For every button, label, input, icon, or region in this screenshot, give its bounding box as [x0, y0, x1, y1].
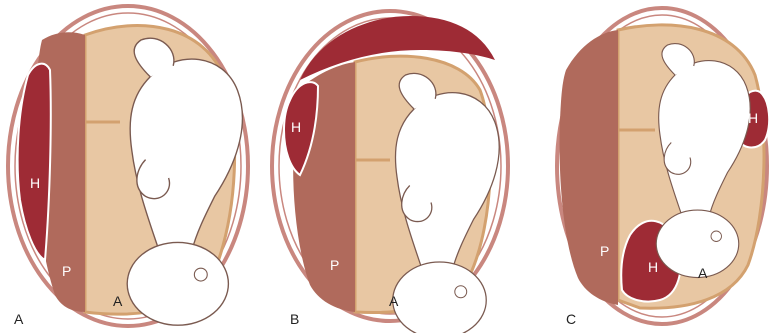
label-hematoma-lower: H — [648, 259, 658, 275]
label-placenta: P — [600, 243, 609, 259]
panel-c: H H P A C — [557, 8, 769, 327]
panel-label-b: B — [290, 311, 299, 327]
label-placenta: P — [330, 257, 339, 273]
label-placenta: P — [62, 263, 71, 279]
label-hematoma-right: H — [748, 110, 758, 126]
label-amniotic: A — [113, 293, 123, 309]
panel-b: H P A B — [272, 11, 508, 333]
label-amniotic: A — [389, 293, 399, 309]
panel-label-a: A — [14, 311, 24, 327]
label-hematoma: H — [30, 175, 40, 191]
panel-a: H P A A — [8, 6, 248, 327]
label-amniotic: A — [698, 265, 708, 281]
placenta — [560, 30, 618, 305]
panel-label-c: C — [566, 311, 576, 327]
label-hematoma: H — [291, 119, 301, 135]
